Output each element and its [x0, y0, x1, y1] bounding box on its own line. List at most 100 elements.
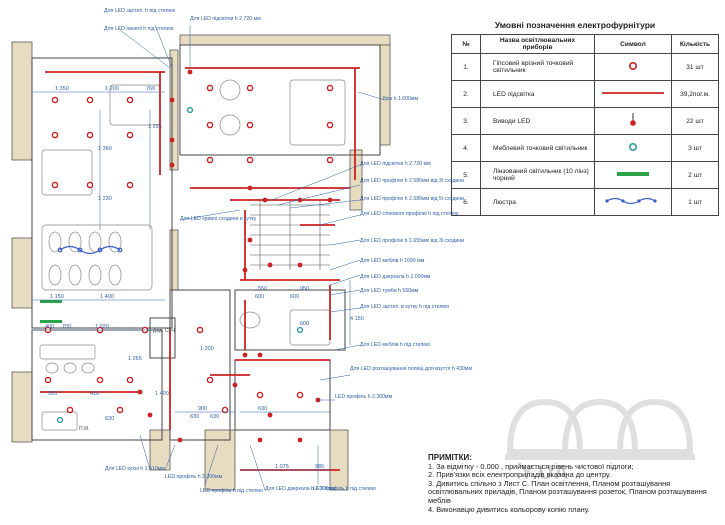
furniture: [39, 79, 346, 431]
point-lights: [44, 84, 334, 414]
dim-1: 1 350: [55, 86, 69, 92]
dim-3: 760: [146, 86, 155, 92]
dimension-texts: 1 350 1 200 760 1 235 1 360 1 230 1 150 …: [45, 86, 364, 470]
dimension-lines: [32, 91, 351, 471]
led-output-icon: [594, 107, 672, 135]
dim-10: 400: [45, 324, 54, 330]
dim-22: 1 075: [275, 464, 289, 470]
legend-count: 22 шт: [671, 107, 719, 135]
dim-27: 600: [300, 321, 309, 327]
washer-label: П.М.: [79, 426, 90, 432]
dim-7: 1 150: [50, 294, 64, 300]
legend-count: 3 шт: [671, 134, 719, 162]
legend-row: 5. Лінзований світильник (10 лінз) чорни…: [451, 161, 719, 189]
green-bar-icon: [594, 161, 672, 189]
led-outputs: [137, 69, 333, 443]
chandelier-icon: [594, 188, 672, 216]
dim-2: 1 200: [105, 86, 119, 92]
red-dot-icon: [594, 53, 672, 81]
legend-name: Лінзований світильник (10 лінз) чорний: [480, 161, 595, 189]
dim-5: 1 360: [98, 146, 112, 152]
dim-25: 600: [290, 294, 299, 300]
notes-title: ПРИМІТКИ:: [428, 453, 472, 462]
legend-num: 4.: [451, 134, 481, 162]
teal-dot-icon: [594, 134, 672, 162]
watermark-text: Y.UA: [520, 462, 570, 484]
callout-6: Для LED профілю h 2.580мм від 3і сходини: [360, 178, 464, 184]
dim-11: 700: [62, 324, 71, 330]
callout-4: Бра h 1.600мм: [383, 96, 418, 102]
callout-17: LED профіль h 2.300мм: [335, 394, 393, 400]
walls: [11, 34, 391, 491]
dim-14: 1 200: [200, 346, 214, 352]
legend-num: 3.: [451, 107, 481, 135]
pantry-label: Дод. СВЧ: [153, 328, 175, 334]
legend-name: Гіпсовий врізний точковий світильник: [480, 53, 595, 81]
legend-header-count: Кількість: [671, 34, 719, 54]
callout-texts: Для LED застел. h під стелею Для LED пан…: [104, 8, 472, 494]
staircase: [250, 200, 330, 270]
callout-14: Для LED застел. в кутку h під стелею: [360, 304, 449, 310]
legend-row: 1. Гіпсовий врізний точковий світильник …: [451, 53, 719, 81]
callout-7: Для LED профілю h 2.580мм від 5і сходини: [360, 196, 464, 202]
note-item: 3. Дивитись спільно з Лист С. План освіт…: [428, 478, 707, 505]
callout-8: Для LED стінового профілю h під стелею: [360, 211, 459, 217]
legend-num: 2.: [451, 80, 481, 108]
dim-16: 410: [90, 391, 99, 397]
callout-20: LED профіль h під стелею: [200, 488, 263, 494]
dim-8: 1 400: [100, 294, 114, 300]
note-item: 4. Виконавцю дивитись кольорову копію пл…: [428, 504, 590, 514]
callout-19: LED профіль h 2.300мм: [165, 474, 223, 480]
legend-count: 39,2пог.м.: [671, 80, 719, 108]
dim-9: 1 020: [95, 324, 109, 330]
callout-12: Для LED дзеркала h 2.000мм: [360, 274, 431, 280]
legend-row: 2. LED підсвітка 39,2пог.м.: [451, 80, 719, 108]
room-outlines: [31, 44, 381, 441]
dim-4: 1 235: [148, 124, 162, 130]
callout-18: Для LED кухні h 1.510мм: [105, 466, 165, 472]
dim-6: 1 230: [98, 196, 112, 202]
dim-13: 1 400: [155, 391, 169, 397]
dim-18: 900: [198, 406, 207, 412]
callout-9: Для LED профілю h 1.655мм від 3і сходини: [360, 238, 464, 244]
callout-10: Для LED кривої сходини в кутку: [180, 216, 257, 222]
callout-15: Для LED меблів h під стелею: [360, 342, 430, 348]
legend-name: Люстра: [480, 188, 595, 216]
dim-24: 600: [255, 294, 264, 300]
dim-15: 920: [48, 391, 57, 397]
watermark-helmets: [505, 398, 695, 460]
note-item: 2. Прив'язки всіх електроприладів вказан…: [428, 470, 611, 480]
legend-num: 1.: [451, 53, 481, 81]
note-item: 1. За відмітку - 0.000 , приймається рів…: [428, 461, 634, 471]
dim-28: 630: [190, 414, 199, 420]
legend-header-symbol: Символ: [594, 34, 672, 54]
legend-row: 6. Люстра 1 шт: [451, 188, 719, 216]
dim-12: 1 265: [128, 356, 142, 362]
legend-table: № Назва освітлювальних приборів Символ К…: [451, 34, 719, 216]
dim-17: 630: [105, 416, 114, 422]
notes-block: ПРИМІТКИ: 1. За відмітку - 0.000 , прийм…: [428, 453, 718, 514]
legend-num: 5.: [451, 161, 481, 189]
legend-title: Умовні позначення електрофурнітури: [494, 20, 656, 30]
legend-row: 3. Виводи LED 22 шт: [451, 107, 719, 135]
furniture-lights: [56, 106, 304, 424]
legend-name: Меблевий точковий світильник: [480, 134, 595, 162]
legend-name: Виводи LED: [480, 107, 595, 135]
callout-11: Для LED меблів h 1690 мм: [360, 258, 425, 264]
dim-21: 950: [300, 286, 309, 292]
callout-5: Для LED підсвітки h 2.720 мм: [360, 161, 431, 167]
dim-23: 985: [315, 464, 324, 470]
lens-fixtures: [40, 300, 62, 323]
chandelier: [57, 245, 123, 255]
callout-13: Для LED тумби h 550мм: [360, 288, 419, 294]
legend-header-name: Назва освітлювальних приборів: [480, 34, 595, 54]
legend-count: 31 шт: [671, 53, 719, 81]
callout-22: LED профіль h під стелею: [313, 486, 376, 492]
legend-count: 1 шт: [671, 188, 719, 216]
dim-19: 630: [258, 406, 267, 412]
dim-26: 4 150: [350, 316, 364, 322]
callout-1: Для LED застел. h під стелею: [104, 8, 175, 14]
legend-num: 6.: [451, 188, 481, 216]
led-strip-icon: [594, 80, 672, 108]
